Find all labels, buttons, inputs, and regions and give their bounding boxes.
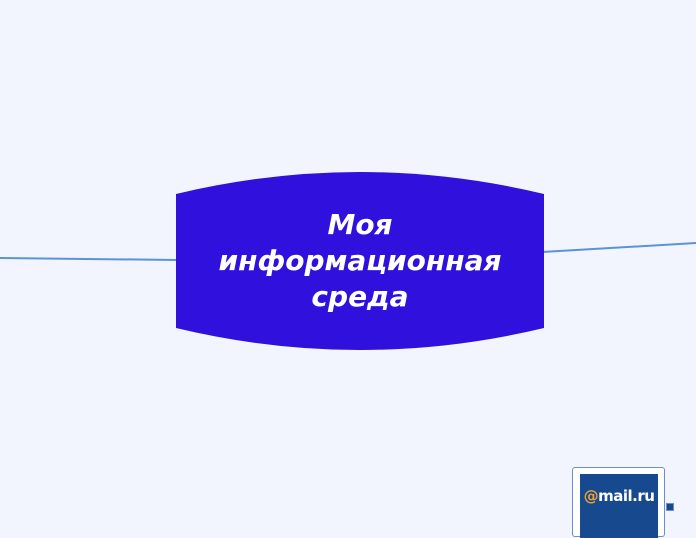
mail-ru-logo-icon: @mail.ru xyxy=(580,474,658,538)
logo-wordmark: mail.ru xyxy=(598,487,655,505)
mail-ru-logo-text: @mail.ru xyxy=(580,487,658,505)
logo-at-sign: @ xyxy=(583,487,599,505)
mail-ru-badge[interactable]: @mail.ru xyxy=(572,467,665,538)
right-branch-connector xyxy=(541,242,696,253)
left-branch-connector xyxy=(0,257,179,261)
corner-widget-icon[interactable] xyxy=(666,503,674,511)
central-topic-label: Моя информационная среда xyxy=(218,208,502,313)
central-topic-shape xyxy=(176,172,544,350)
central-topic-node[interactable]: Моя информационная среда xyxy=(176,172,544,350)
